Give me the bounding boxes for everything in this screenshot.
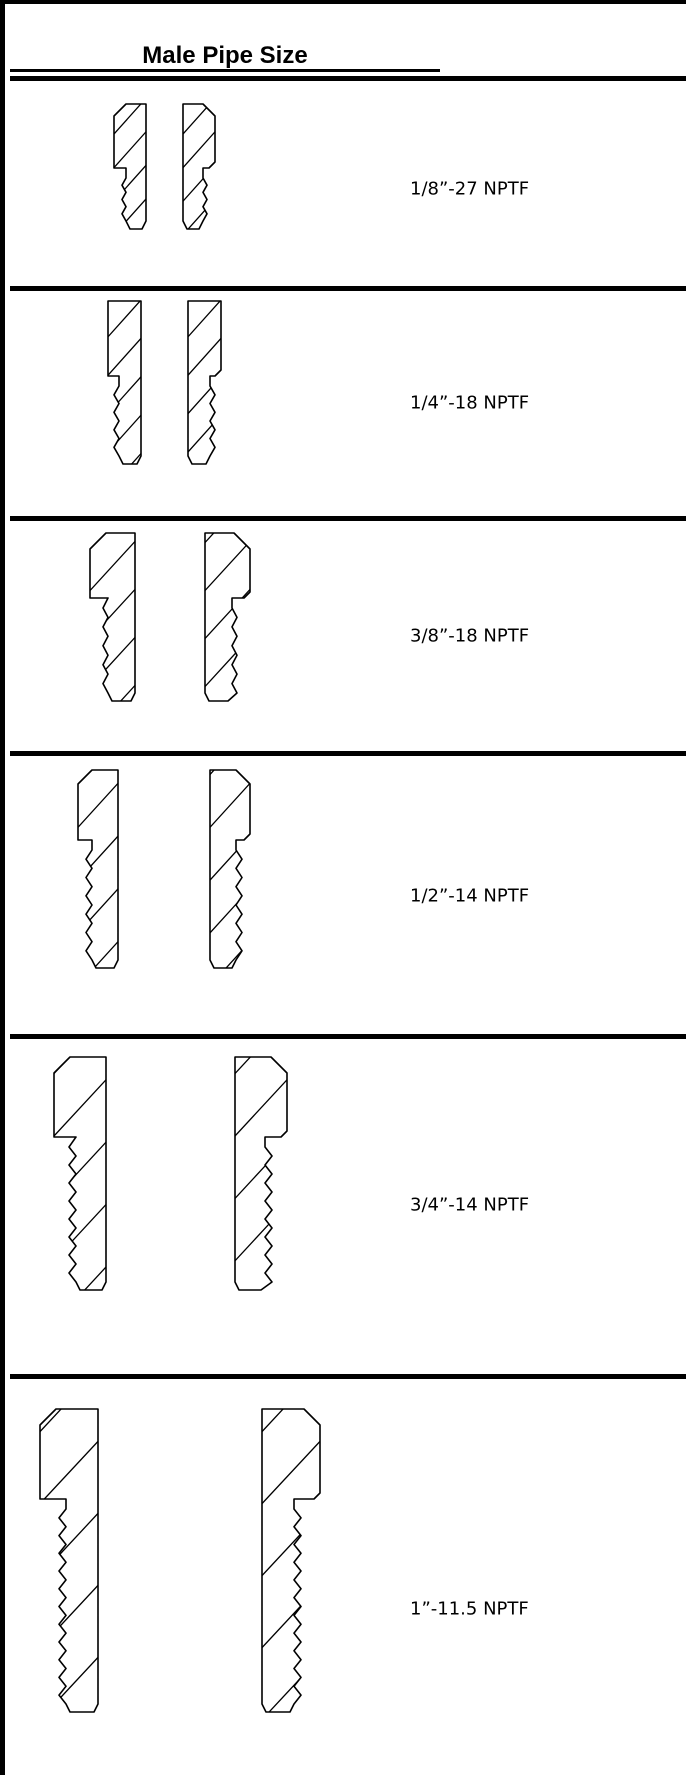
fitting-section-left-icon: [53, 1056, 107, 1291]
size-label: 1/4”-18 NPTF: [410, 392, 530, 414]
size-label: 1”-11.5 NPTF: [410, 1598, 529, 1620]
fitting-section-right-icon: [234, 1056, 288, 1291]
fitting-section-left-icon: [77, 769, 119, 969]
size-label: 1/8”-27 NPTF: [410, 178, 530, 200]
fitting-section-right-icon: [209, 769, 251, 969]
drawing-1-4: [107, 300, 222, 465]
fitting-section-left-icon: [39, 1408, 99, 1713]
drawing-1-2: [77, 769, 251, 969]
drawing-3-4: [53, 1056, 288, 1291]
drawing-3-8: [89, 532, 251, 702]
drawing-1: [39, 1408, 321, 1713]
fitting-section-right-icon: [261, 1408, 321, 1713]
table-row-1-8: 1/8”-27 NPTF: [10, 76, 686, 291]
fitting-section-left-icon: [107, 300, 142, 465]
size-label: 1/2”-14 NPTF: [410, 885, 530, 907]
table-row-1: 1”-11.5 NPTF: [10, 1379, 686, 1779]
table-row-1-4: 1/4”-18 NPTF: [10, 291, 686, 521]
table-header: Male Pipe Size: [10, 8, 686, 81]
size-label: 3/8”-18 NPTF: [410, 625, 530, 647]
column-title: Male Pipe Size: [10, 44, 440, 72]
fitting-section-right-icon: [187, 300, 222, 465]
table-row-3-8: 3/8”-18 NPTF: [10, 521, 686, 756]
fitting-section-left-icon: [89, 532, 136, 702]
table-row-3-4: 3/4”-14 NPTF: [10, 1039, 686, 1379]
fitting-section-left-icon: [113, 103, 147, 230]
fitting-section-right-icon: [182, 103, 216, 230]
fitting-section-right-icon: [204, 532, 251, 702]
drawing-1-8: [113, 103, 216, 230]
size-label: 3/4”-14 NPTF: [410, 1194, 530, 1216]
table-row-1-2: 1/2”-14 NPTF: [10, 756, 686, 1039]
